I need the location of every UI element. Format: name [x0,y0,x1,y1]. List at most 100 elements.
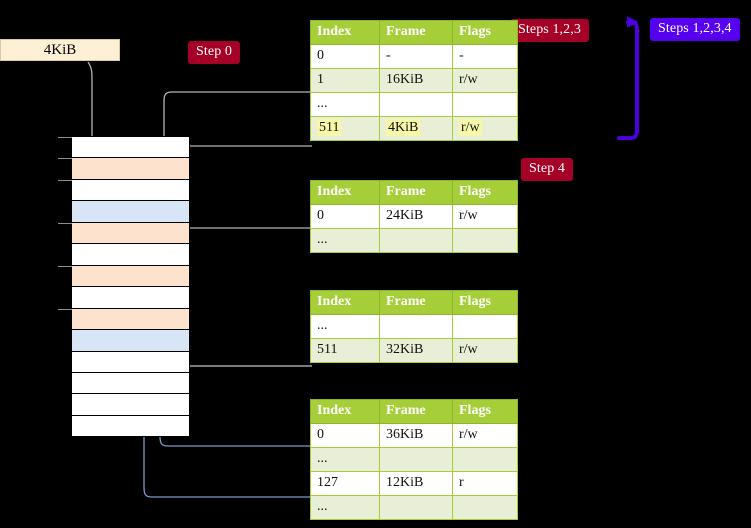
cell-index: ... [310,314,380,339]
cell-frame: - [379,44,453,69]
memory-row-tick [58,265,72,267]
cell-frame: 32KiB [379,338,453,363]
memory-frame-row [72,244,189,266]
cell-flags [452,447,518,472]
cell-flags: r/w [452,68,518,93]
column-header-flags: Flags [452,290,518,315]
cell-frame: 24KiB [379,204,453,229]
cell-flags: r [452,471,518,496]
memory-row-tick [58,158,72,160]
cell-flags: - [452,44,518,69]
cell-index: ... [310,92,380,117]
column-header-frame: Frame [379,290,453,315]
cell-index: 0 [310,423,380,448]
highlighted-value: 511 [317,119,342,136]
cell-frame: 36KiB [379,423,453,448]
memory-frame-row [72,287,189,309]
table-row: ... [310,495,518,520]
column-header-frame: Frame [379,399,453,424]
column-header-frame: Frame [379,20,453,45]
table-row: ... [310,228,518,253]
cell-index: 0 [310,44,380,69]
column-header-index: Index [310,399,380,424]
memory-frame-row [72,265,189,288]
wire-table1-row511 [177,145,312,169]
cell-flags [452,314,518,339]
memory-row-tick [58,137,72,138]
column-header-flags: Flags [452,180,518,205]
table-row: ... [310,314,518,339]
cell-frame [379,228,453,253]
cell-flags: r/w [452,423,518,448]
table-row: 0-- [310,44,518,69]
column-header-flags: Flags [452,399,518,424]
memory-frame-row [72,330,189,352]
badge-steps-1234: Steps 1,2,3,4 [650,18,740,41]
column-header-index: Index [310,180,380,205]
column-header-flags: Flags [452,20,518,45]
cell-index: ... [310,228,380,253]
cell-frame [379,314,453,339]
cell-frame: 16KiB [379,68,453,93]
column-header-index: Index [310,20,380,45]
badge-step-4: Step 4 [521,158,573,181]
badge-step-0: Step 0 [188,41,240,64]
cell-frame: 12KiB [379,471,453,496]
physical-memory-column [58,136,190,438]
cell-index: 127 [310,471,380,496]
cell-index: 511 [310,116,380,141]
cell-flags [452,495,518,520]
cell-flags: r/w [452,116,518,141]
cell-index: 1 [310,68,380,93]
cell-flags: r/w [452,204,518,229]
cell-index: ... [310,447,380,472]
memory-row-tick [58,179,72,181]
table-row: ... [310,447,518,472]
cell-flags: r/w [452,338,518,363]
column-header-frame: Frame [379,180,453,205]
wire-table3-row511 [171,314,312,367]
cell-flags [452,228,518,253]
memory-frame-row [72,394,189,416]
memory-frame-row [72,222,189,245]
cell-index: 511 [310,338,380,363]
memory-frame-row [72,415,189,438]
cell-index: 0 [310,204,380,229]
memory-frame-row [72,351,189,373]
badge-steps-123: Steps 1,2,3 [510,19,589,42]
memory-frame-row [72,201,189,223]
cell-index: ... [310,495,380,520]
column-header-index: Index [310,290,380,315]
table-row: 511 4KiB r/w [310,116,518,141]
memory-row-tick [58,222,72,224]
memory-size-label: 4KiB [0,39,120,61]
memory-frame-row [72,308,189,331]
cell-frame [379,447,453,472]
memory-frame-row [72,158,189,180]
cell-frame: 4KiB [379,116,453,141]
cell-frame [379,92,453,117]
memory-frame-row [72,372,189,395]
cell-frame [379,495,453,520]
table-row: ... [310,92,518,117]
memory-frame-row [72,137,189,159]
violet-step-arrow [617,16,639,140]
highlighted-value: r/w [459,119,482,136]
wire-table2-row0 [177,227,312,256]
memory-row-tick [58,308,72,310]
cell-flags [452,92,518,117]
highlighted-value: 4KiB [386,119,421,136]
